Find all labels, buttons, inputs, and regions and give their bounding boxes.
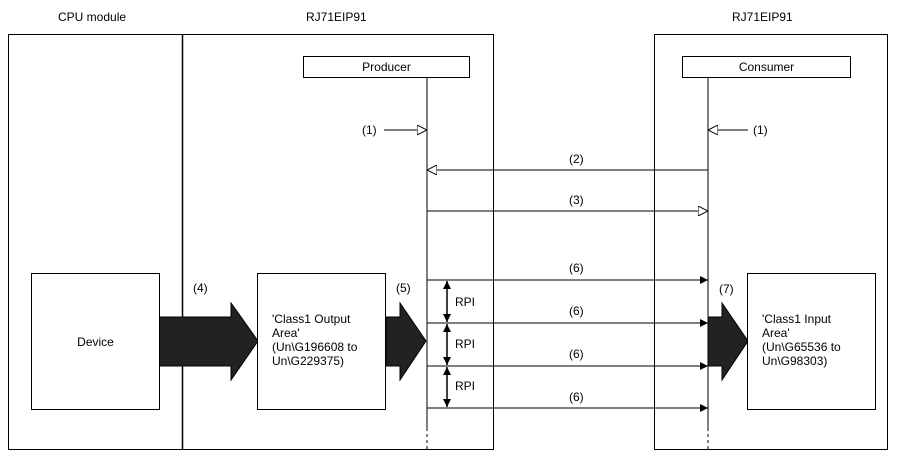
step2-label: (2) [569, 152, 584, 166]
class1-input-area-box: 'Class1 Input Area' (Un\G65536 to Un\G98… [747, 273, 876, 410]
output-area-line-4: Un\G229375) [272, 354, 345, 368]
step6-label-1: (6) [569, 261, 584, 275]
step6-label-2: (6) [569, 304, 584, 318]
consumer-label: Consumer [738, 60, 795, 74]
step4-label: (4) [193, 281, 208, 295]
output-area-line-1: 'Class1 Output [272, 312, 351, 326]
input-area-line-4: Un\G98303) [762, 354, 828, 368]
step3-label: (3) [569, 193, 584, 207]
left-module-title: RJ71EIP91 [306, 10, 367, 24]
step1-label-producer: (1) [362, 123, 377, 137]
step7-label: (7) [719, 282, 734, 296]
input-area-line-1: 'Class1 Input [762, 312, 831, 326]
device-box: Device [31, 273, 160, 410]
producer-box: Producer [303, 56, 470, 78]
class1-input-area-text: 'Class1 Input Area' (Un\G65536 to Un\G98… [762, 312, 841, 368]
step4-big-arrow [158, 301, 259, 382]
class1-output-area-box: 'Class1 Output Area' (Un\G196608 to Un\G… [257, 273, 386, 410]
class1-output-area-text: 'Class1 Output Area' (Un\G196608 to Un\G… [272, 312, 357, 368]
step7-big-arrow [707, 301, 749, 382]
device-label: Device [77, 334, 114, 349]
output-area-line-3: (Un\G196608 to [272, 340, 358, 354]
producer-label: Producer [362, 60, 411, 74]
step5-label: (5) [396, 281, 411, 295]
cpu-module-title: CPU module [58, 10, 127, 24]
right-module-title: RJ71EIP91 [732, 10, 793, 24]
consumer-box: Consumer [682, 56, 851, 78]
rpi-label-3: RPI [455, 379, 476, 393]
step6-label-4: (6) [569, 390, 584, 404]
right-rj71eip91-frame [654, 34, 888, 450]
input-area-line-3: (Un\G65536 to [762, 340, 841, 354]
rpi-label-1: RPI [455, 295, 476, 309]
step1-label-consumer: (1) [753, 123, 768, 137]
step6-label-3: (6) [569, 347, 584, 361]
output-area-line-2: Area' [272, 326, 300, 340]
input-area-line-2: Area' [762, 326, 790, 340]
rpi-label-2: RPI [455, 337, 476, 351]
step5-big-arrow [385, 301, 427, 382]
